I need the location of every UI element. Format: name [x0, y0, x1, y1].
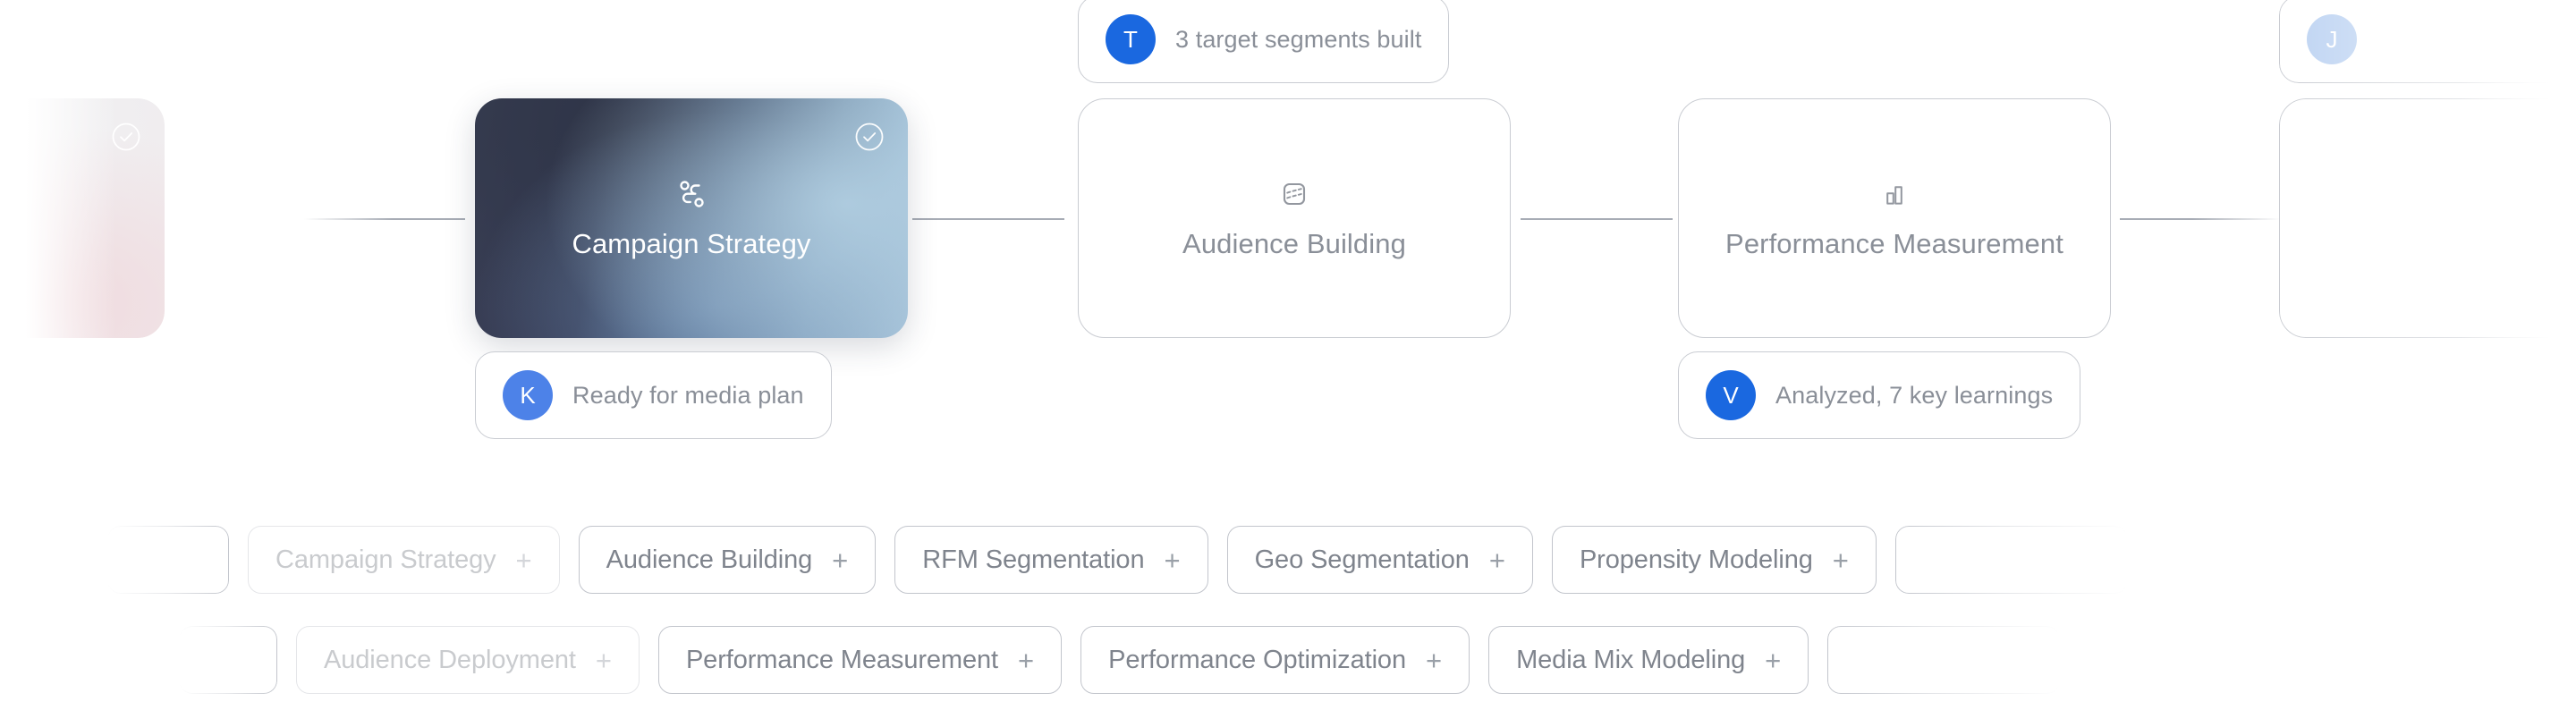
comment-pill-offscreen-right[interactable]: J	[2279, 0, 2576, 83]
suggestion-chip-label: Geo Segmentation	[1254, 545, 1470, 574]
avatar: T	[1106, 14, 1156, 64]
suggestion-chip[interactable]	[1827, 626, 2061, 694]
suggestion-chip[interactable]	[179, 626, 277, 694]
connector-line	[304, 218, 465, 220]
suggestion-chip[interactable]	[107, 526, 229, 594]
avatar: K	[503, 370, 553, 420]
suggestion-chip-propensity-modeling[interactable]: Propensity Modeling +	[1551, 526, 1877, 594]
stage-card-label: Performance Measurement	[1725, 228, 2063, 259]
bar-chart-icon	[1877, 176, 1912, 212]
suggestion-chip[interactable]	[1894, 526, 2128, 594]
stage-card-label: Campaign Strategy	[572, 228, 811, 259]
suggestion-chip-rfm-segmentation[interactable]: RFM Segmentation +	[894, 526, 1208, 594]
suggestion-chip-performance-measurement[interactable]: Performance Measurement +	[657, 626, 1063, 694]
suggestion-chip-label: Performance Measurement	[685, 645, 999, 674]
suggestion-chip-audience-building[interactable]: Audience Building +	[578, 526, 877, 594]
plus-icon[interactable]: +	[1488, 544, 1505, 576]
suggestion-chip-campaign-strategy[interactable]: Campaign Strategy +	[248, 526, 560, 594]
stage-card-performance-measurement[interactable]: Performance Measurement	[1678, 98, 2111, 338]
stage-card-offscreen-left[interactable]	[0, 98, 165, 338]
check-circle-icon	[854, 122, 885, 152]
suggestion-chip-performance-optimization[interactable]: Performance Optimization +	[1080, 626, 1470, 694]
comment-pill-key-learnings[interactable]: V Analyzed, 7 key learnings	[1678, 351, 2081, 439]
segments-icon	[1276, 176, 1312, 212]
plus-icon[interactable]: +	[1832, 544, 1849, 576]
stage-card-label: Audience Building	[1182, 228, 1406, 259]
suggestion-row-2: Audience Deployment + Performance Measur…	[179, 626, 2061, 694]
suggestion-chip-label: Performance Optimization	[1108, 645, 1406, 674]
connector-line	[2120, 218, 2281, 220]
comment-text: Analyzed, 7 key learnings	[1775, 381, 2054, 409]
suggestion-chip-label: Propensity Modeling	[1579, 545, 1813, 574]
stage-card-offscreen-right[interactable]	[2279, 98, 2576, 338]
connector-line	[912, 218, 1064, 220]
plus-icon[interactable]: +	[1164, 544, 1181, 576]
suggestion-chip-media-mix-modeling[interactable]: Media Mix Modeling +	[1488, 626, 1809, 694]
check-circle-icon	[111, 122, 141, 152]
avatar: V	[1706, 370, 1756, 420]
plus-icon[interactable]: +	[515, 544, 532, 576]
comment-text: 3 target segments built	[1175, 25, 1422, 53]
plus-icon[interactable]: +	[1765, 644, 1782, 676]
stage-card-campaign-strategy[interactable]: Campaign Strategy	[475, 98, 908, 338]
comment-text: Ready for media plan	[572, 381, 804, 409]
avatar: J	[2307, 14, 2357, 64]
plus-icon[interactable]: +	[832, 544, 849, 576]
plus-icon[interactable]: +	[595, 644, 612, 676]
comment-pill-media-plan[interactable]: K Ready for media plan	[475, 351, 832, 439]
plus-icon[interactable]: +	[1425, 644, 1443, 676]
suggestion-chip-label: RFM Segmentation	[922, 545, 1145, 574]
suggestion-chip-label: Audience Building	[606, 545, 813, 574]
suggestion-row-1: Campaign Strategy + Audience Building + …	[107, 526, 2128, 594]
stage-card-audience-building[interactable]: Audience Building	[1078, 98, 1511, 338]
comment-pill-target-segments[interactable]: T 3 target segments built	[1078, 0, 1450, 83]
suggestion-chip-label: Media Mix Modeling	[1516, 645, 1746, 674]
route-icon	[674, 176, 709, 212]
suggestion-chip-label: Audience Deployment	[324, 645, 576, 674]
plus-icon[interactable]: +	[1018, 644, 1035, 676]
suggestion-chip-geo-segmentation[interactable]: Geo Segmentation +	[1226, 526, 1533, 594]
suggestion-chip-audience-deployment[interactable]: Audience Deployment +	[296, 626, 640, 694]
connector-line	[1521, 218, 1673, 220]
suggestion-chip-label: Campaign Strategy	[275, 545, 496, 574]
